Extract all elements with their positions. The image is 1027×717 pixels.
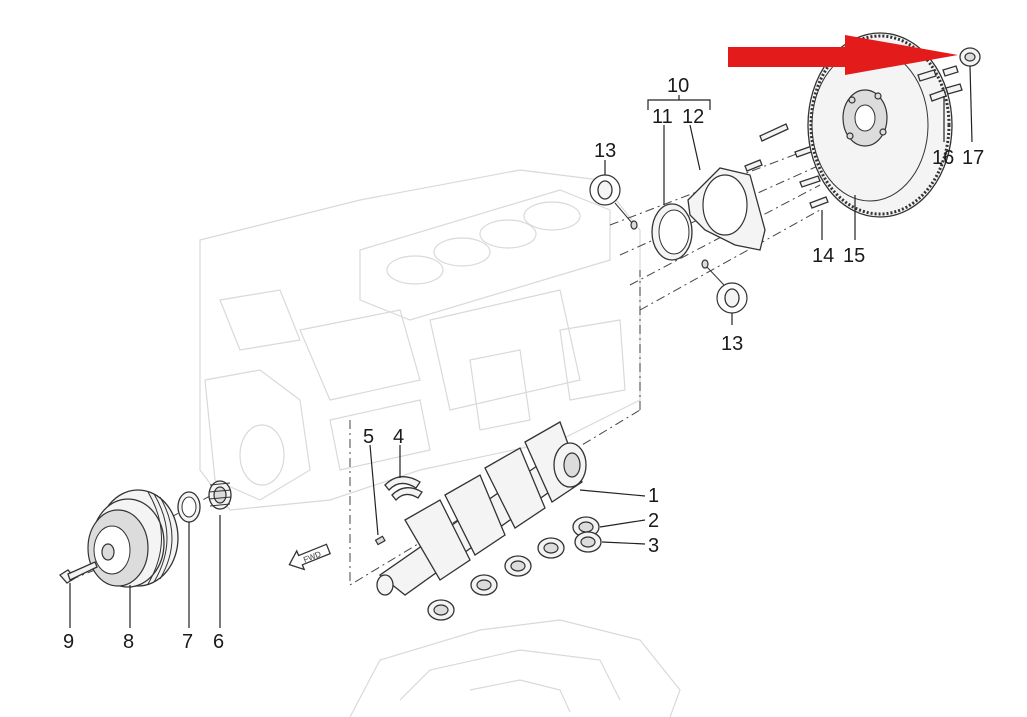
callout-17: 17 — [962, 147, 984, 169]
pulley-bolt — [59, 561, 98, 584]
callout-16: 16 — [932, 147, 954, 169]
thrust-washers — [384, 476, 423, 502]
callout-8: 8 — [123, 631, 134, 653]
callout-13-upper: 13 — [594, 140, 616, 162]
main-bearings — [427, 516, 602, 621]
callout-labels: 1 2 3 4 5 6 7 8 9 10 11 12 13 13 14 15 1… — [63, 75, 984, 653]
leader-lines — [69, 65, 973, 628]
front-oil-seal — [177, 491, 201, 523]
callout-9: 9 — [63, 631, 74, 653]
callout-3: 3 — [648, 535, 659, 557]
flywheel — [807, 32, 953, 218]
callout-12: 12 — [682, 106, 704, 128]
callout-7: 7 — [182, 631, 193, 653]
flywheel-bolts — [917, 65, 963, 102]
dowel-callouts — [589, 174, 748, 314]
highlight-arrow — [728, 35, 958, 75]
callout-2: 2 — [648, 510, 659, 532]
callout-10: 10 — [667, 75, 689, 97]
rear-seal-retainer — [687, 167, 766, 251]
fwd-label: FWD — [302, 549, 322, 564]
callout-5: 5 — [363, 426, 374, 448]
oil-pan-ghost — [349, 619, 681, 717]
fwd-direction-badge: FWD — [288, 543, 332, 571]
retainer-bolts — [744, 123, 829, 209]
pilot-bearing — [959, 47, 981, 67]
callout-11: 11 — [652, 106, 673, 128]
callout-6: 6 — [213, 631, 224, 653]
callout-15: 15 — [843, 245, 865, 267]
crankshaft-pulley — [87, 489, 179, 588]
woodruff-key — [374, 535, 386, 546]
callout-14: 14 — [812, 245, 834, 267]
callout-13-lower: 13 — [721, 333, 743, 355]
callout-4: 4 — [393, 426, 404, 448]
callout-1: 1 — [648, 485, 659, 507]
crankshaft — [376, 421, 587, 596]
crankshaft-sprocket — [208, 480, 232, 510]
red-arrow-icon — [728, 35, 958, 75]
rear-oil-seal — [651, 203, 693, 261]
